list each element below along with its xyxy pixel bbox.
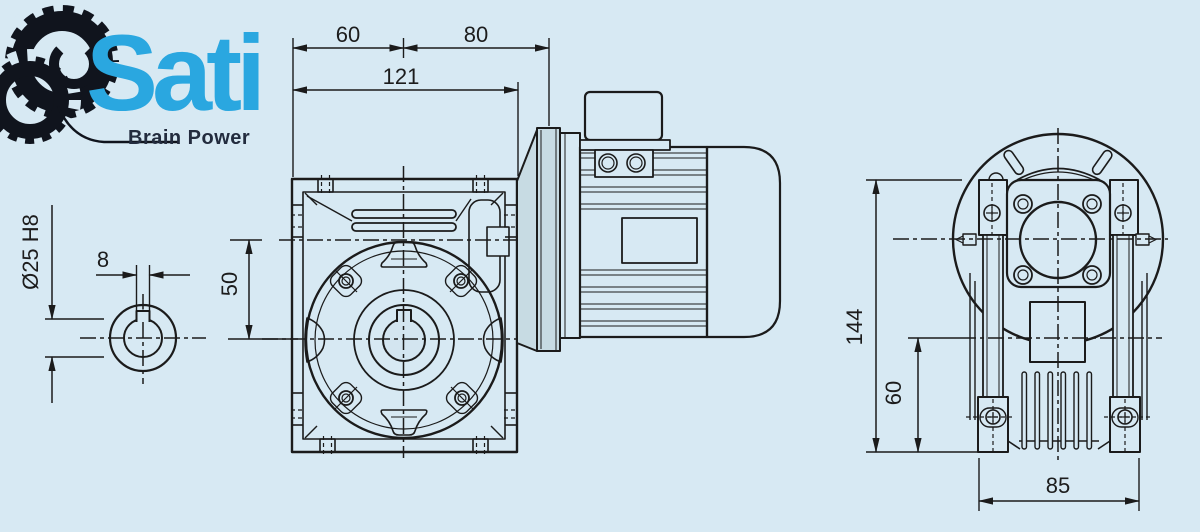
logo-brand-text: Sati — [86, 12, 260, 133]
dim-total-width: 121 — [383, 64, 420, 89]
dim-bore-diameter: Ø25 H8 — [18, 214, 43, 290]
flange-screws — [329, 264, 479, 415]
dim-keyway-width: 8 — [97, 247, 109, 272]
logo-tagline-text: Brain Power — [128, 127, 250, 149]
dim-overall-height: 144 — [842, 309, 867, 346]
sati-logo: Sati Brain Power — [0, 0, 266, 151]
shaft-section-view: 8 Ø25 H8 — [18, 205, 206, 403]
dim-foot-width: 85 — [1046, 473, 1070, 498]
gearbox-rear-view: 144 60 85 — [842, 128, 1168, 511]
dim-top-left: 60 — [336, 22, 360, 47]
gearbox-front-view: 60 80 121 50 — [217, 22, 550, 458]
dim-center-distance: 50 — [217, 272, 242, 296]
chain-sprockets-icon — [0, 0, 178, 151]
cooling-fins — [1021, 371, 1093, 450]
dim-axis-to-base: 60 — [881, 381, 906, 405]
dim-top-right: 80 — [464, 22, 488, 47]
motor-side-view — [516, 90, 782, 352]
